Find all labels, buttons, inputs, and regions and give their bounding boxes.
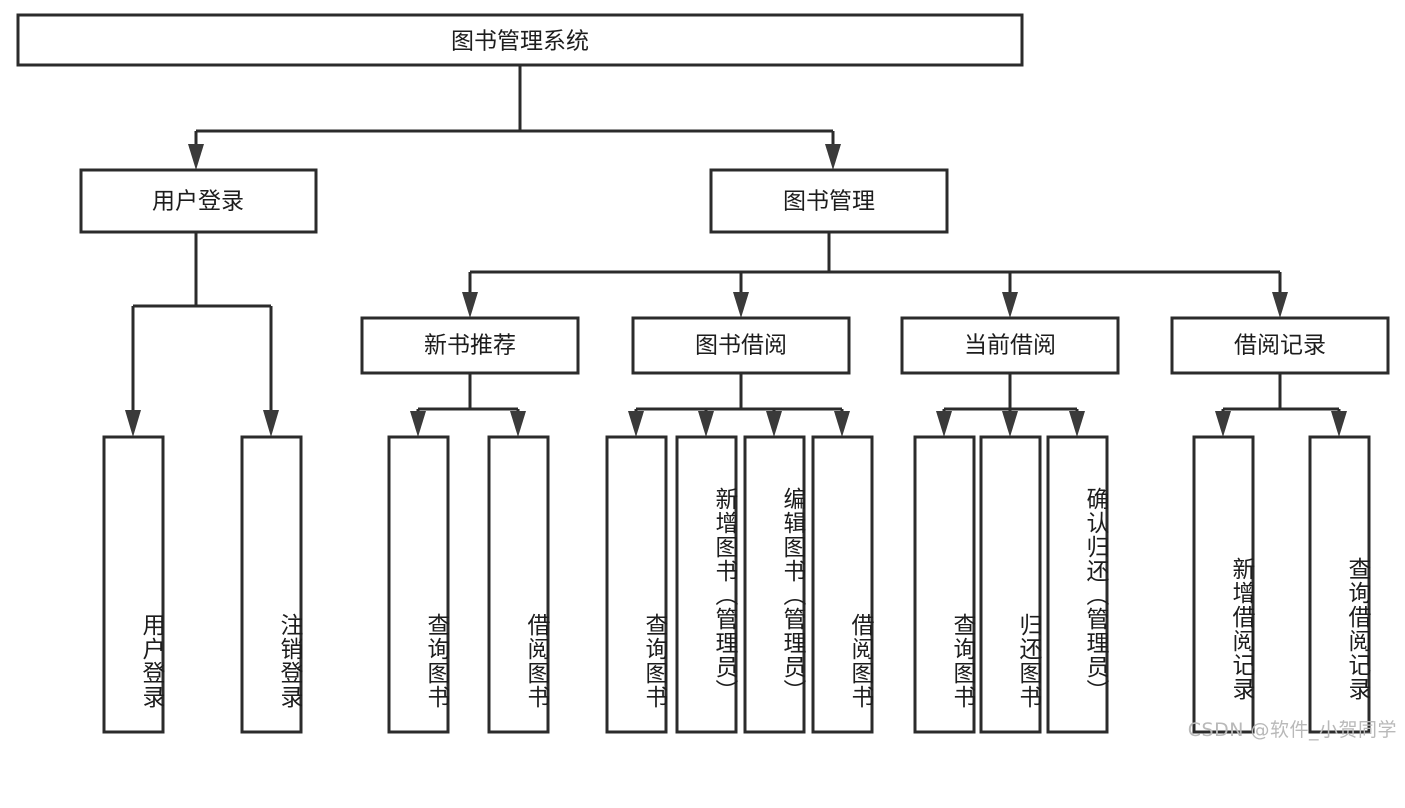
node-user-login-box[interactable] [79,168,318,234]
connector-group-user-login [125,232,279,437]
node-leaf-confirm-return-box[interactable] [1046,435,1109,734]
connector-group-new-book-recommend [410,373,526,437]
arrow-head-leaf-query-book-1 [410,411,426,437]
node-leaf-return-book-box[interactable] [979,435,1042,734]
node-user-login[interactable]: 用户登录 [79,168,318,234]
node-book-borrow[interactable]: 图书借阅 [631,316,851,375]
node-borrow-record[interactable]: 借阅记录 [1170,316,1390,375]
node-current-borrow-label: 当前借阅 [964,333,1056,359]
node-leaf-borrow-book-2-box[interactable] [811,435,874,734]
node-leaf-query-record-box[interactable] [1308,435,1371,734]
node-book-manage-label: 图书管理 [783,189,875,215]
node-leaf-edit-book-box[interactable] [743,435,806,734]
connector-group-current-borrow [936,373,1085,437]
arrow-head-leaf-add-record [1215,411,1231,437]
node-book-borrow-label: 图书借阅 [695,333,787,359]
node-leaf-borrow-book-1-box[interactable] [487,435,550,734]
node-user-login-label: 用户登录 [152,189,244,215]
arrow-head-leaf-borrow-book-2 [834,411,850,437]
node-current-borrow-box[interactable] [900,316,1120,375]
node-book-manage-box[interactable] [709,168,949,234]
connector-group-book-borrow [628,373,850,437]
flowchart-canvas: 图书管理系统 用户登录 图书管理 新书推荐 图书借阅 当前借阅 借阅记录 [16,13,1390,734]
node-leaf-add-book-box[interactable] [675,435,738,734]
node-new-book-recommend[interactable]: 新书推荐 [360,316,580,375]
connector-group-book-manage [462,232,1288,318]
node-root[interactable]: 图书管理系统 [16,13,1024,67]
node-new-book-recommend-box[interactable] [360,316,580,375]
node-leaf-logout-login-box[interactable] [240,435,303,734]
connector-group-borrow-record [1215,373,1347,437]
node-leaf-add-record-box[interactable] [1192,435,1255,734]
node-book-manage[interactable]: 图书管理 [709,168,949,234]
node-leaf-query-book-1-box[interactable] [387,435,450,734]
arrow-head-current-borrow [1002,292,1018,318]
node-leaf-query-book-3-box[interactable] [913,435,976,734]
node-book-borrow-box[interactable] [631,316,851,375]
node-root-box[interactable] [16,13,1024,67]
arrow-head-user-login [188,144,204,170]
watermark-text: CSDN @软件_小贺同学 [1187,719,1397,741]
arrow-head-new-book-recommend [462,292,478,318]
arrow-head-borrow-record [1272,292,1288,318]
arrow-head-book-manage [825,144,841,170]
arrow-head-leaf-query-book-2 [628,411,644,437]
node-root-label: 图书管理系统 [451,29,589,55]
node-leaf-user-login-box[interactable] [102,435,165,734]
arrow-head-leaf-return-book [1002,411,1018,437]
node-borrow-record-box[interactable] [1170,316,1390,375]
arrow-head-leaf-confirm-return [1069,411,1085,437]
flowchart-diagram: 图书管理系统 用户登录 图书管理 新书推荐 图书借阅 当前借阅 借阅记录 [16,13,1397,741]
leaf-boxes [102,435,1371,734]
arrow-head-leaf-add-book [698,411,714,437]
arrow-head-leaf-borrow-book-1 [510,411,526,437]
arrow-head-leaf-logout-login [263,410,279,437]
arrow-head-leaf-query-book-3 [936,411,952,437]
node-new-book-recommend-label: 新书推荐 [424,333,516,359]
connector-group-root [188,65,841,170]
arrow-head-leaf-user-login [125,410,141,437]
arrow-head-book-borrow [733,292,749,318]
arrow-head-leaf-query-record [1331,411,1347,437]
node-current-borrow[interactable]: 当前借阅 [900,316,1120,375]
node-leaf-query-book-2-box[interactable] [605,435,668,734]
node-borrow-record-label: 借阅记录 [1234,333,1326,359]
arrow-head-leaf-edit-book [766,411,782,437]
